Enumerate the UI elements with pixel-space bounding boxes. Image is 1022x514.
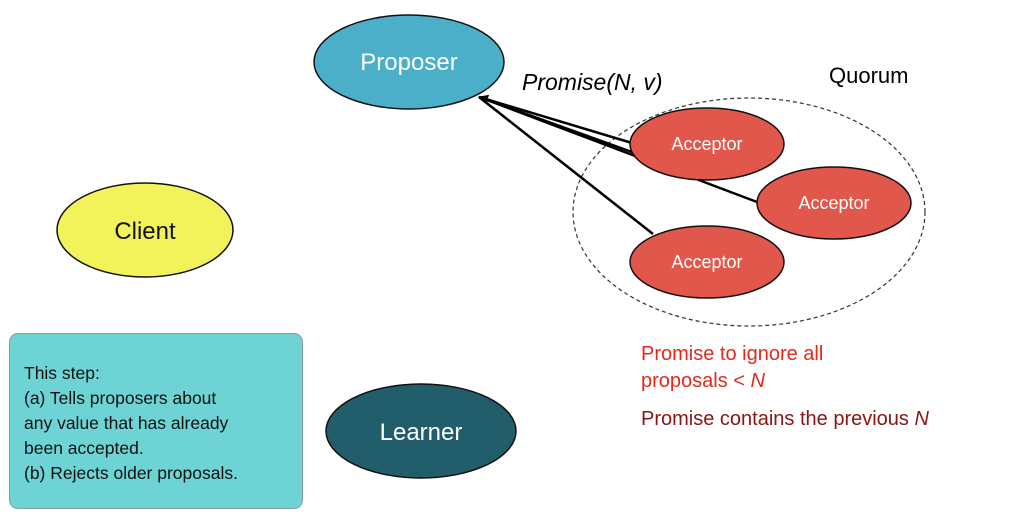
promise-arrows — [478, 94, 758, 235]
learner-node[interactable]: Learner — [325, 383, 517, 479]
acceptor-node-3[interactable]: Acceptor — [629, 225, 785, 299]
promise-ignore-var: N — [750, 370, 765, 392]
promise-ignore-note: Promise to ignore all proposals < N — [641, 341, 823, 395]
promise-contains-prefix: Promise contains the previous — [641, 408, 915, 430]
note-line-4: been accepted. — [24, 438, 144, 458]
acceptor-node-2[interactable]: Acceptor — [756, 166, 912, 240]
learner-label: Learner — [380, 419, 463, 446]
arrow-acceptor-2 — [478, 95, 758, 204]
message-label: Promise(N, v) — [522, 69, 663, 95]
promise-ignore-prefix: proposals < — [641, 370, 751, 392]
acceptor-node-1[interactable]: Acceptor — [629, 107, 785, 181]
promise-contains-var: N — [914, 408, 929, 430]
promise-contains-note: Promise contains the previous N — [641, 406, 929, 433]
arrow-acceptor-3 — [478, 96, 654, 235]
quorum-label: Quorum — [829, 63, 908, 88]
acceptor-2-label: Acceptor — [798, 193, 869, 213]
note-line-2: (a) Tells proposers about — [24, 388, 217, 408]
quorum-boundary — [572, 97, 926, 327]
promise-ignore-line-1: Promise to ignore all — [641, 343, 824, 365]
proposer-label: Proposer — [360, 49, 457, 76]
note-line-1: This step: — [24, 363, 100, 383]
client-node[interactable]: Client — [56, 182, 234, 278]
promise-ignore-line-2: proposals < N — [641, 368, 823, 395]
note-line-5: (b) Rejects older proposals. — [24, 463, 238, 483]
proposer-node[interactable]: Proposer — [313, 14, 505, 110]
acceptor-3-label: Acceptor — [671, 252, 742, 272]
step-description-box: This step: (a) Tells proposers about any… — [9, 333, 303, 509]
client-label: Client — [114, 218, 176, 245]
arrow-acceptor-1 — [478, 94, 633, 145]
acceptor-1-label: Acceptor — [671, 134, 742, 154]
note-line-3: any value that has already — [24, 413, 229, 433]
